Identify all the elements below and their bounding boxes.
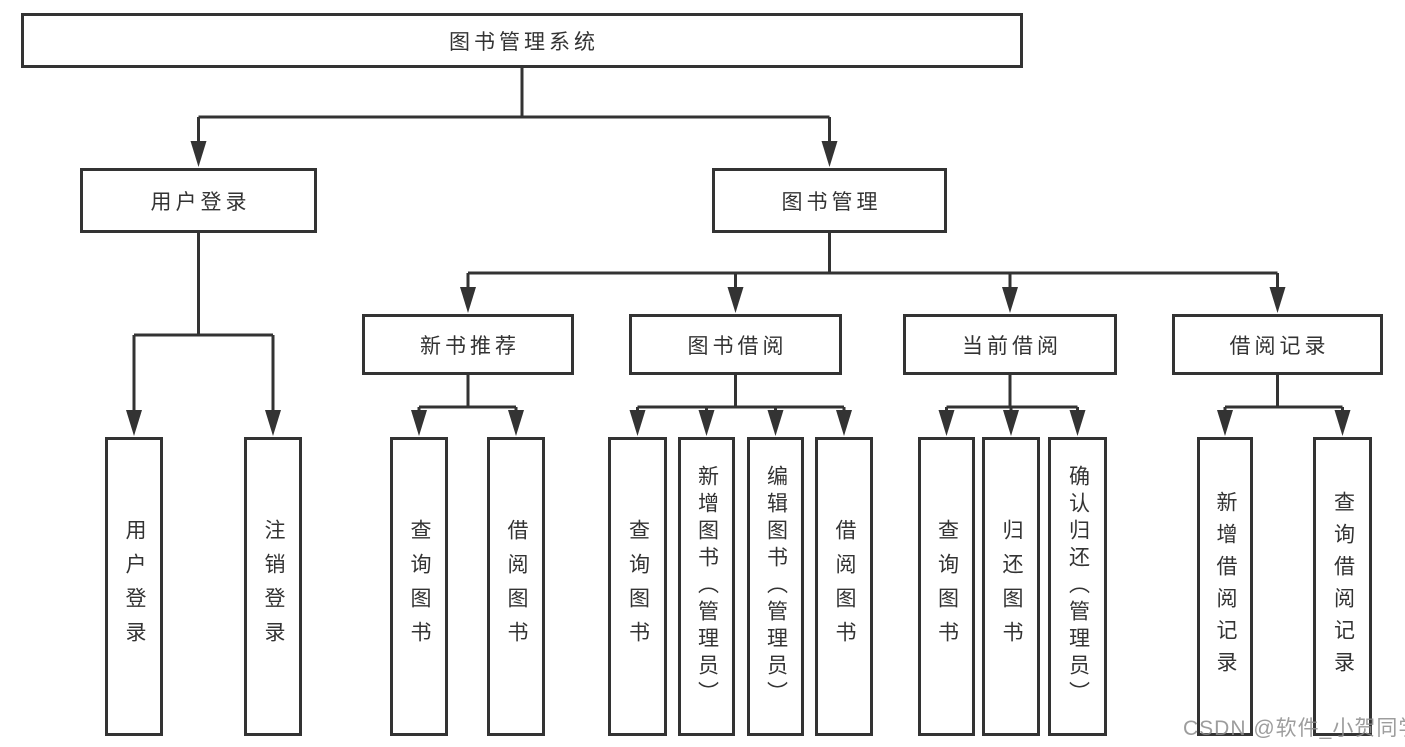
node-leaf-logout: 注销登录 — [244, 437, 302, 736]
connector-new-book-rec — [411, 375, 524, 436]
connector-borrow-records — [1217, 375, 1351, 436]
arrowhead-icon — [727, 287, 744, 313]
connector-user-login — [126, 233, 281, 436]
node-label-borrow-records: 借阅记录 — [1229, 334, 1330, 358]
arrowhead-icon — [1334, 410, 1351, 436]
node-current-borrow: 当前借阅 — [903, 314, 1117, 375]
node-label-new-book-rec: 新书推荐 — [420, 334, 520, 358]
arrowhead-icon — [821, 141, 838, 167]
node-label-leaf-borrow-book-2: 借阅图书 — [833, 518, 856, 655]
connector-path-book-mgmt — [466, 233, 1279, 294]
arrowhead-icon — [190, 141, 207, 167]
arrowhead-icon — [767, 410, 784, 436]
node-user-login: 用户登录 — [80, 168, 317, 233]
arrowhead-icon — [508, 410, 524, 436]
node-label-leaf-query-borrow-record: 查询借阅记录 — [1331, 490, 1355, 683]
connector-path-book-borrow — [636, 375, 846, 417]
connector-path-current-borrow — [945, 375, 1079, 417]
node-label-leaf-user-login: 用户登录 — [123, 518, 146, 655]
node-root: 图书管理系统 — [21, 13, 1023, 68]
node-leaf-add-book: 新增图书（管理员） — [678, 437, 735, 736]
arrowhead-icon — [629, 410, 646, 436]
node-leaf-edit-book: 编辑图书（管理员） — [747, 437, 804, 736]
arrowhead-icon — [1069, 410, 1086, 436]
node-book-borrow: 图书借阅 — [629, 314, 842, 375]
arrowhead-icon — [1217, 410, 1233, 436]
node-label-user-login: 用户登录 — [150, 190, 251, 214]
node-label-leaf-add-book: 新增图书（管理员） — [695, 465, 719, 708]
arrowhead-icon — [411, 410, 427, 436]
connector-root — [190, 68, 838, 167]
node-label-leaf-borrow-book-1: 借阅图书 — [505, 518, 528, 655]
node-leaf-query-borrow-record: 查询借阅记录 — [1313, 437, 1372, 736]
node-leaf-borrow-book-1: 借阅图书 — [487, 437, 545, 736]
connector-current-borrow — [938, 375, 1086, 436]
node-leaf-user-login: 用户登录 — [105, 437, 163, 736]
node-book-mgmt: 图书管理 — [712, 168, 947, 233]
connector-path-root — [197, 68, 831, 148]
arrowhead-icon — [265, 410, 281, 436]
node-leaf-query-book-3: 查询图书 — [918, 437, 975, 736]
node-leaf-confirm-return: 确认归还（管理员） — [1048, 437, 1107, 736]
arrowhead-icon — [836, 410, 852, 436]
node-leaf-add-borrow-record: 新增借阅记录 — [1197, 437, 1253, 736]
node-label-leaf-return-book: 归还图书 — [1000, 518, 1023, 655]
node-label-leaf-query-book-1: 查询图书 — [408, 518, 431, 655]
arrowhead-icon — [938, 410, 955, 436]
node-leaf-borrow-book-2: 借阅图书 — [815, 437, 873, 736]
arrowhead-icon — [460, 287, 476, 313]
arrowhead-icon — [1002, 287, 1018, 313]
node-label-leaf-query-book-3: 查询图书 — [935, 518, 959, 655]
node-label-root: 图书管理系统 — [449, 30, 599, 54]
node-label-leaf-confirm-return: 确认归还（管理员） — [1066, 465, 1090, 708]
node-leaf-return-book: 归还图书 — [982, 437, 1040, 736]
connector-path-borrow-records — [1223, 375, 1344, 417]
node-label-leaf-query-book-2: 查询图书 — [626, 518, 650, 655]
node-new-book-rec: 新书推荐 — [362, 314, 574, 375]
node-leaf-query-book-2: 查询图书 — [608, 437, 667, 736]
node-label-book-mgmt: 图书管理 — [781, 190, 882, 214]
connector-path-new-book-rec — [417, 375, 518, 417]
arrowhead-icon — [1269, 287, 1286, 313]
node-label-leaf-edit-book: 编辑图书（管理员） — [764, 465, 788, 708]
arrowhead-icon — [698, 410, 715, 436]
node-label-current-borrow: 当前借阅 — [962, 334, 1062, 358]
connector-book-borrow — [629, 375, 852, 436]
arrowhead-icon — [1003, 410, 1019, 436]
watermark: CSDN @软件_小贺同学 — [1183, 717, 1405, 740]
node-label-book-borrow: 图书借阅 — [687, 334, 788, 358]
connector-path-user-login — [132, 233, 275, 417]
node-leaf-query-book-1: 查询图书 — [390, 437, 448, 736]
node-borrow-records: 借阅记录 — [1172, 314, 1383, 375]
arrowhead-icon — [126, 410, 142, 436]
node-label-leaf-add-borrow-record: 新增借阅记录 — [1214, 490, 1237, 683]
node-label-leaf-logout: 注销登录 — [262, 518, 285, 655]
connector-book-mgmt — [460, 233, 1286, 313]
